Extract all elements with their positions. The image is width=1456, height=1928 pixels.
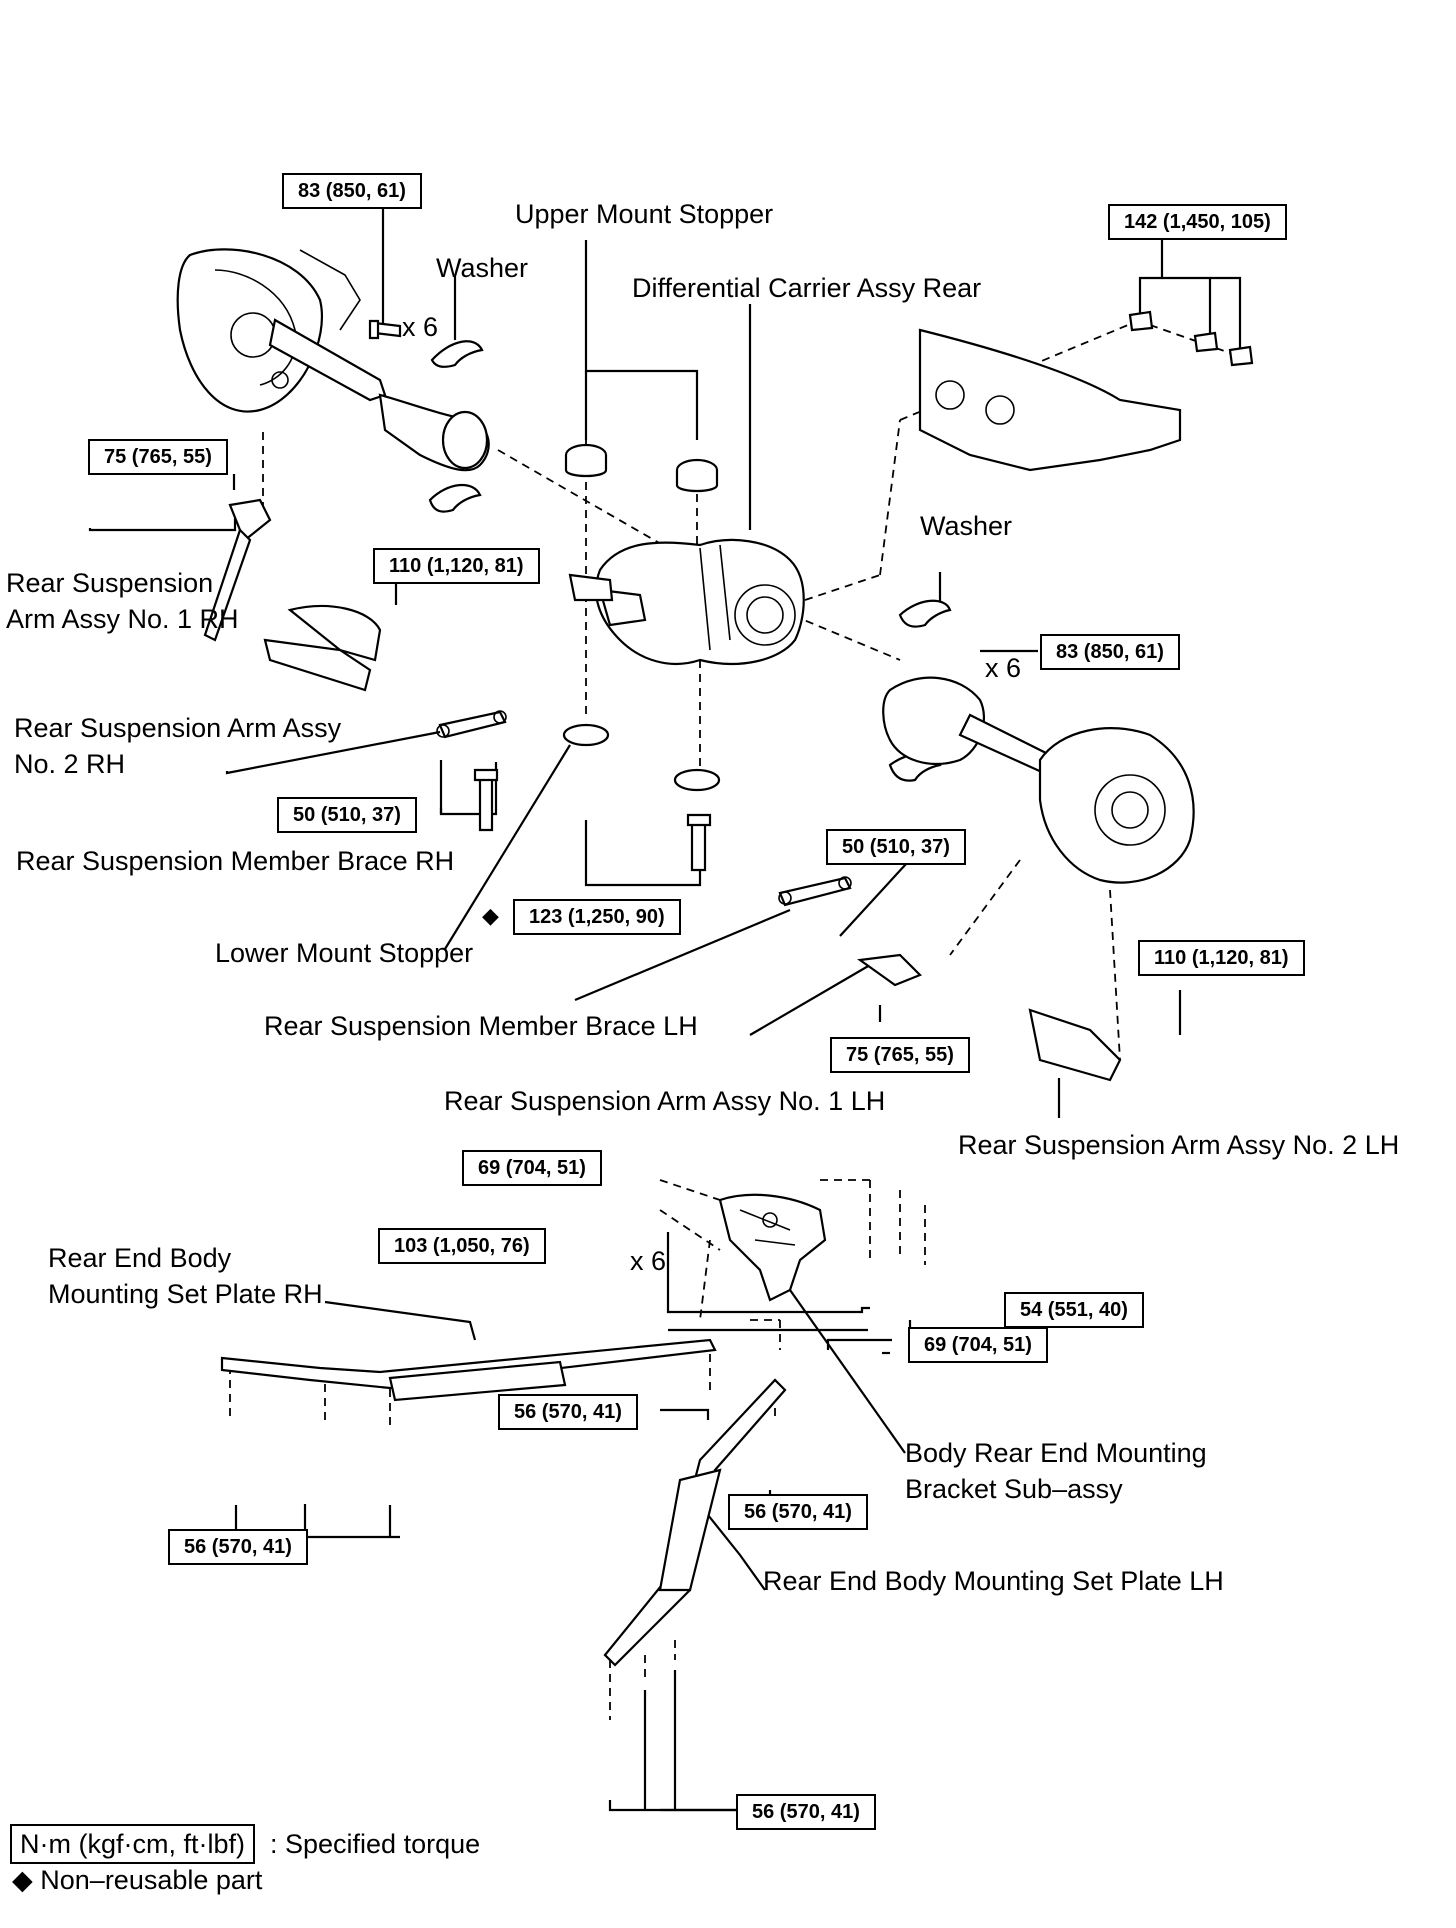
arm-no1-rh bbox=[203, 498, 272, 642]
mount-stoppers bbox=[562, 443, 721, 792]
label-washer-right: Washer bbox=[920, 511, 1013, 541]
set-plate-lh bbox=[603, 1378, 787, 1667]
torque-box: 83 (850, 61) bbox=[1040, 634, 1180, 670]
label-differential-carrier: Differential Carrier Assy Rear bbox=[632, 273, 982, 303]
torque-box: 69 (704, 51) bbox=[462, 1150, 602, 1186]
torque-box: 69 (704, 51) bbox=[908, 1327, 1048, 1363]
label-arm-no1-rh-line1: Rear Suspension bbox=[6, 568, 214, 598]
bolts-top bbox=[368, 319, 402, 340]
label-x6-right: x 6 bbox=[985, 653, 1022, 683]
label-arm-no2-rh-line2: No. 2 RH bbox=[14, 749, 126, 779]
torque-box: 50 (510, 37) bbox=[826, 829, 966, 865]
bolts-frame bbox=[1128, 310, 1254, 367]
torque-box: 110 (1,120, 81) bbox=[1138, 940, 1305, 976]
arm-no2-lh bbox=[1028, 1008, 1122, 1082]
label-arm-no1-rh-line2: Arm Assy No. 1 RH bbox=[6, 604, 239, 634]
label-member-brace-rh: Rear Suspension Member Brace RH bbox=[16, 846, 455, 876]
label-bracket-line1: Body Rear End Mounting bbox=[905, 1438, 1207, 1468]
label-arm-no2-rh-line1: Rear Suspension Arm Assy bbox=[14, 713, 342, 743]
mounting-bracket bbox=[718, 1193, 827, 1302]
differential bbox=[568, 538, 805, 666]
torque-box: 123 (1,250, 90) bbox=[513, 899, 681, 935]
arm-no2-rh bbox=[263, 604, 382, 692]
torque-box: 142 (1,450, 105) bbox=[1108, 204, 1287, 240]
torque-box: 110 (1,120, 81) bbox=[373, 548, 540, 584]
torque-box: 75 (765, 55) bbox=[88, 439, 228, 475]
torque-box: 54 (551, 40) bbox=[1004, 1292, 1144, 1328]
legend-non-reusable: ◆ Non–reusable part bbox=[12, 1865, 263, 1895]
member-brace-rh bbox=[436, 710, 507, 739]
torque-box: 56 (570, 41) bbox=[736, 1794, 876, 1830]
driveshaft-lh bbox=[882, 676, 1195, 884]
arm-no1-lh bbox=[857, 953, 922, 987]
legend-torque-unit: N·m (kgf·cm, ft·lbf) bbox=[10, 1824, 255, 1864]
torque-box: 56 (570, 41) bbox=[498, 1394, 638, 1430]
label-member-brace-lh: Rear Suspension Member Brace LH bbox=[264, 1011, 698, 1041]
label-washer-top: Washer bbox=[436, 253, 529, 283]
non-reusable-mark: ◆ bbox=[482, 903, 499, 928]
label-set-plate-rh-line2: Mounting Set Plate RH bbox=[48, 1279, 323, 1309]
torque-box: 50 (510, 37) bbox=[277, 797, 417, 833]
label-set-plate-rh-line1: Rear End Body bbox=[48, 1243, 232, 1273]
torque-box: 83 (850, 61) bbox=[282, 173, 422, 209]
label-bracket-line2: Bracket Sub–assy bbox=[905, 1474, 1123, 1504]
torque-box: 56 (570, 41) bbox=[168, 1529, 308, 1565]
driveshaft-rh bbox=[176, 248, 490, 472]
label-set-plate-lh: Rear End Body Mounting Set Plate LH bbox=[763, 1566, 1224, 1596]
label-lower-mount-stopper: Lower Mount Stopper bbox=[215, 938, 474, 968]
label-upper-mount-stopper: Upper Mount Stopper bbox=[515, 199, 774, 229]
legend-torque-desc: : Specified torque bbox=[270, 1829, 481, 1859]
label-x6-top: x 6 bbox=[402, 312, 439, 342]
leader-lines bbox=[88, 207, 1242, 1812]
torque-box: 103 (1,050, 76) bbox=[378, 1228, 546, 1264]
label-arm-no1-lh: Rear Suspension Arm Assy No. 1 LH bbox=[444, 1086, 886, 1116]
label-x6-bottom: x 6 bbox=[630, 1246, 667, 1276]
label-arm-no2-lh: Rear Suspension Arm Assy No. 2 LH bbox=[958, 1130, 1400, 1160]
frame-rh bbox=[918, 328, 1182, 472]
torque-box: 75 (765, 55) bbox=[830, 1037, 970, 1073]
member-brace-lh bbox=[778, 876, 852, 907]
torque-box: 56 (570, 41) bbox=[728, 1494, 868, 1530]
set-plate-rh bbox=[220, 1338, 717, 1402]
bolts-differential bbox=[473, 768, 712, 872]
